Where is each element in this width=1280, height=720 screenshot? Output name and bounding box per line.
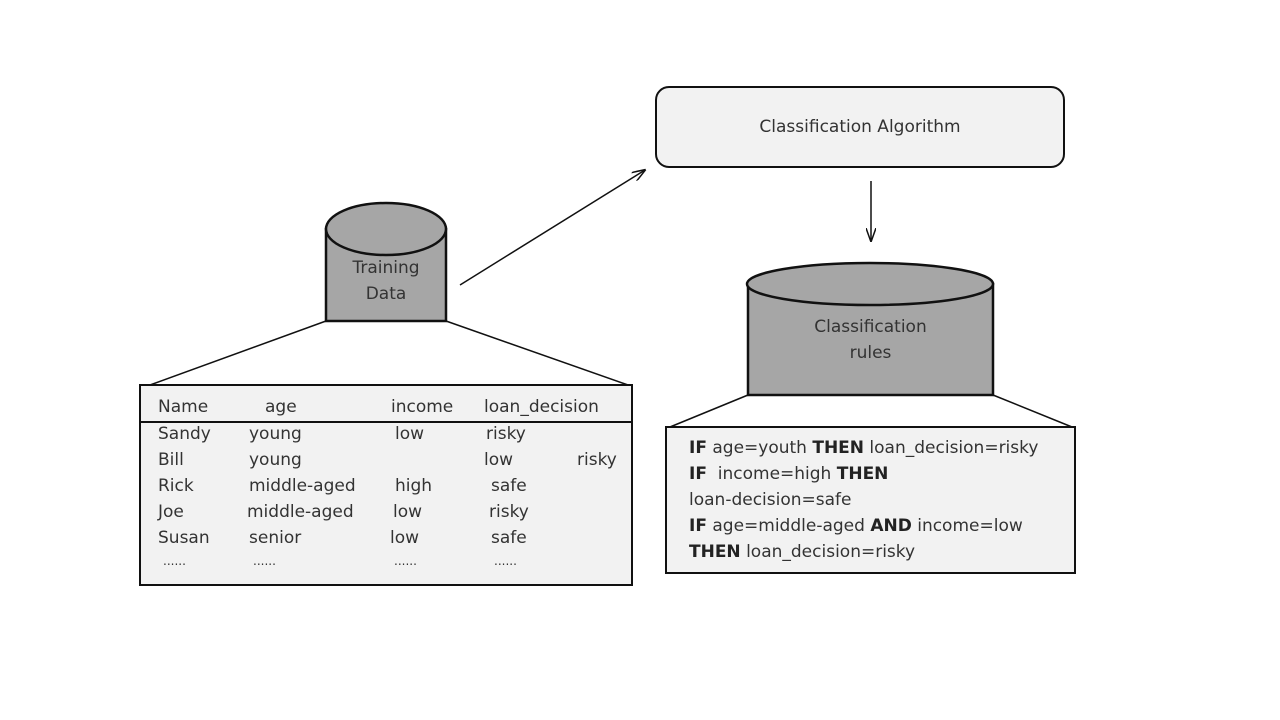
rules-db-label-line1: Classification — [814, 317, 927, 337]
table-cell-income: low — [484, 450, 514, 470]
training-data-cylinder — [324, 201, 448, 323]
table-cell-age: middle-aged — [247, 502, 354, 522]
table-cell-age: young — [249, 450, 302, 470]
table-cell-income: low — [393, 502, 423, 522]
table-cell-loan-decision: risky — [489, 502, 529, 522]
rule-condition: age=youth — [706, 438, 813, 458]
table-cell-age: senior — [249, 528, 302, 548]
table-cell-ellipsis: ...... — [253, 554, 276, 568]
classification-algorithm-box: Classification Algorithm — [655, 86, 1065, 168]
table-header-loan-decision: loan_decision — [484, 397, 599, 417]
classification-rules-box: IF age=youth THEN loan_decision=risky IF… — [665, 426, 1076, 574]
table-header-age: age — [265, 397, 297, 417]
training-zoom-line-right — [445, 320, 629, 386]
rule-keyword-then: THEN — [836, 464, 889, 484]
rules-db-label-line2: rules — [849, 343, 892, 363]
rules-zoom-line-left — [669, 394, 749, 428]
table-cell-name: Rick — [158, 476, 194, 496]
training-data-label-line1: Training — [352, 258, 420, 278]
rule-line-2: IF income=high THEN — [689, 461, 1074, 487]
rule-keyword-if: IF — [689, 464, 707, 484]
table-header-name: Name — [158, 397, 209, 417]
table-cell-loan-decision: safe — [491, 476, 527, 496]
rule-result: loan-decision=safe — [689, 490, 852, 510]
rules-zoom-line-right — [992, 394, 1073, 428]
rules-cylinder — [745, 261, 995, 397]
rule-keyword-then: THEN — [812, 438, 865, 458]
training-data-label: Training Data — [326, 255, 446, 307]
table-cell-name: Joe — [158, 502, 184, 522]
table-cell-name: Sandy — [158, 424, 211, 444]
rule-line-4: IF age=middle-aged AND income=low — [689, 513, 1074, 539]
rule-keyword-if: IF — [689, 516, 707, 536]
training-data-label-line2: Data — [365, 284, 407, 304]
rule-line-5: THEN loan_decision=risky — [689, 539, 1074, 565]
rule-condition: income=low — [911, 516, 1023, 536]
table-cell-name: Susan — [158, 528, 210, 548]
rule-line-3: loan-decision=safe — [689, 487, 1074, 513]
rules-cylinder-top — [745, 261, 995, 307]
table-cell-age: middle-aged — [249, 476, 356, 496]
table-cell-income: high — [395, 476, 433, 496]
table-header-income: income — [391, 397, 454, 417]
rules-db-label: Classification rules — [748, 314, 993, 366]
table-cell-ellipsis: ...... — [394, 554, 417, 568]
training-data-table: Name age income loan_decision Sandy youn… — [139, 384, 633, 586]
rule-line-1: IF age=youth THEN loan_decision=risky — [689, 435, 1074, 461]
table-cell-loan-decision: risky — [577, 450, 617, 470]
table-cell-loan-decision: safe — [491, 528, 527, 548]
classification-algorithm-label: Classification Algorithm — [759, 117, 961, 137]
rule-keyword-then: THEN — [689, 542, 741, 562]
training-cylinder-top — [324, 201, 448, 257]
table-cell-loan-decision: risky — [486, 424, 526, 444]
rule-result: loan_decision=risky — [740, 542, 916, 562]
table-cell-ellipsis: ...... — [494, 554, 517, 568]
table-cell-name: Bill — [158, 450, 184, 470]
rule-keyword-and: AND — [870, 516, 912, 536]
arrow-data-to-algorithm — [459, 170, 645, 286]
rule-condition: income=high — [706, 464, 837, 484]
rule-result: loan_decision=risky — [864, 438, 1039, 458]
table-header-divider — [141, 421, 631, 423]
table-cell-ellipsis: ...... — [163, 554, 186, 568]
table-cell-income: low — [395, 424, 425, 444]
rule-condition: age=middle-aged — [706, 516, 871, 536]
table-cell-income: low — [390, 528, 420, 548]
training-zoom-line-left — [149, 320, 327, 386]
table-cell-age: young — [249, 424, 302, 444]
rule-keyword-if: IF — [689, 438, 707, 458]
